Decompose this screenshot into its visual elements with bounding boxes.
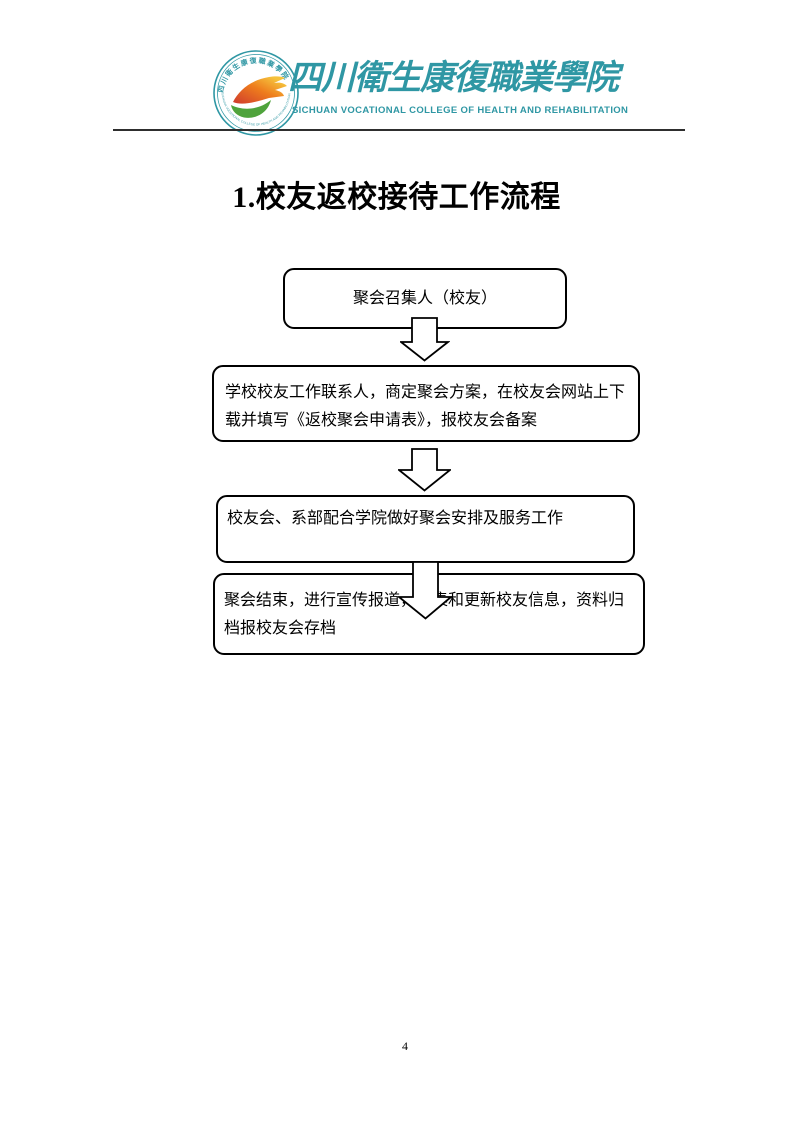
flow-step-3-box: 校友会、系部配合学院做好聚会安排及服务工作 xyxy=(216,495,635,563)
seal-inner-ring xyxy=(217,54,295,132)
seal-swoosh-icon xyxy=(231,76,287,118)
flow-step-1-label: 聚会召集人（校友） xyxy=(352,289,497,307)
page-number: 4 xyxy=(402,1039,408,1053)
college-seal-logo: 四川衛生康復職業學院 SICHUAN VOCATIONAL COLLEGE OF… xyxy=(213,50,299,136)
header-divider-rule xyxy=(113,129,685,131)
page-title: 1.校友返校接待工作流程 xyxy=(232,181,561,214)
flow-step-3-label: 校友会、系部配合学院做好聚会安排及服务工作 xyxy=(227,510,564,527)
flow-step-2-label: 学校校友工作联系人，商定聚会方案，在校友会网站上下载并填写《返校聚会申请表》，报… xyxy=(225,384,626,429)
flow-step-2-box: 学校校友工作联系人，商定聚会方案，在校友会网站上下载并填写《返校聚会申请表》，报… xyxy=(212,365,640,442)
down-block-arrow-2 xyxy=(398,448,451,492)
college-name-calligraphy: 四川衛生康復職業學院 xyxy=(288,58,619,98)
down-block-arrow-1 xyxy=(400,317,450,362)
down-block-arrow-3 xyxy=(398,561,452,620)
college-name-english: SICHUAN VOCATIONAL COLLEGE OF HEALTH AND… xyxy=(292,105,629,116)
